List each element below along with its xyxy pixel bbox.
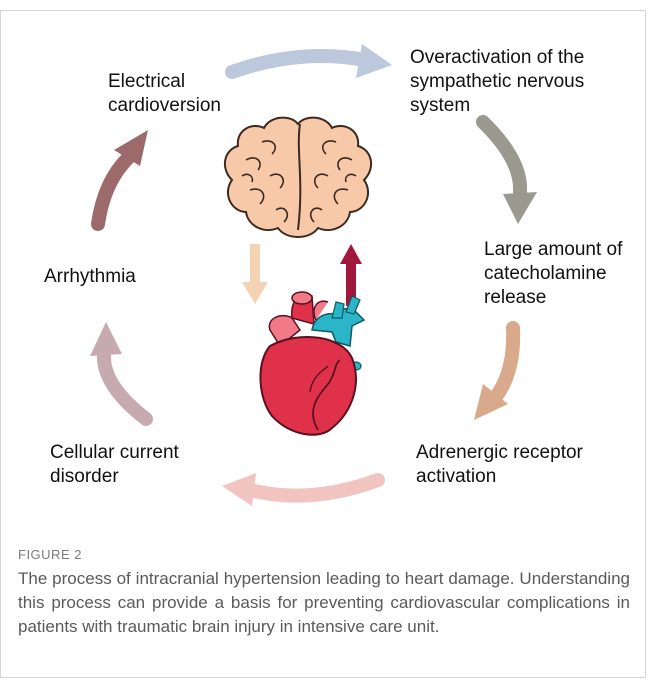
arrow-down-center	[242, 244, 268, 304]
cycle-arrow-left-upper	[98, 130, 148, 224]
arrow-up-center	[340, 244, 362, 306]
node-arrhythmia: Arrhythmia	[44, 265, 136, 289]
figure-label: FIGURE 2	[18, 547, 82, 562]
brain-icon	[225, 118, 371, 237]
node-adrenergic: Adrenergic receptor activation	[416, 441, 583, 489]
cycle-arrow-right-lower	[474, 328, 513, 420]
cycle-arrow-left-lower	[90, 322, 146, 419]
figure-caption: The process of intracranial hypertension…	[18, 567, 630, 639]
cycle-arrow-bottom	[222, 473, 378, 506]
cycle-arrow-top	[232, 44, 392, 78]
node-catecholamine: Large amount of catecholamine release	[484, 238, 622, 310]
node-cardioversion: Electrical cardioversion	[108, 70, 221, 118]
heart-icon	[260, 292, 364, 435]
node-cellular: Cellular current disorder	[50, 441, 179, 489]
node-overactivation: Overactivation of the sympathetic nervou…	[410, 46, 584, 118]
cycle-arrow-right-upper	[483, 122, 537, 224]
